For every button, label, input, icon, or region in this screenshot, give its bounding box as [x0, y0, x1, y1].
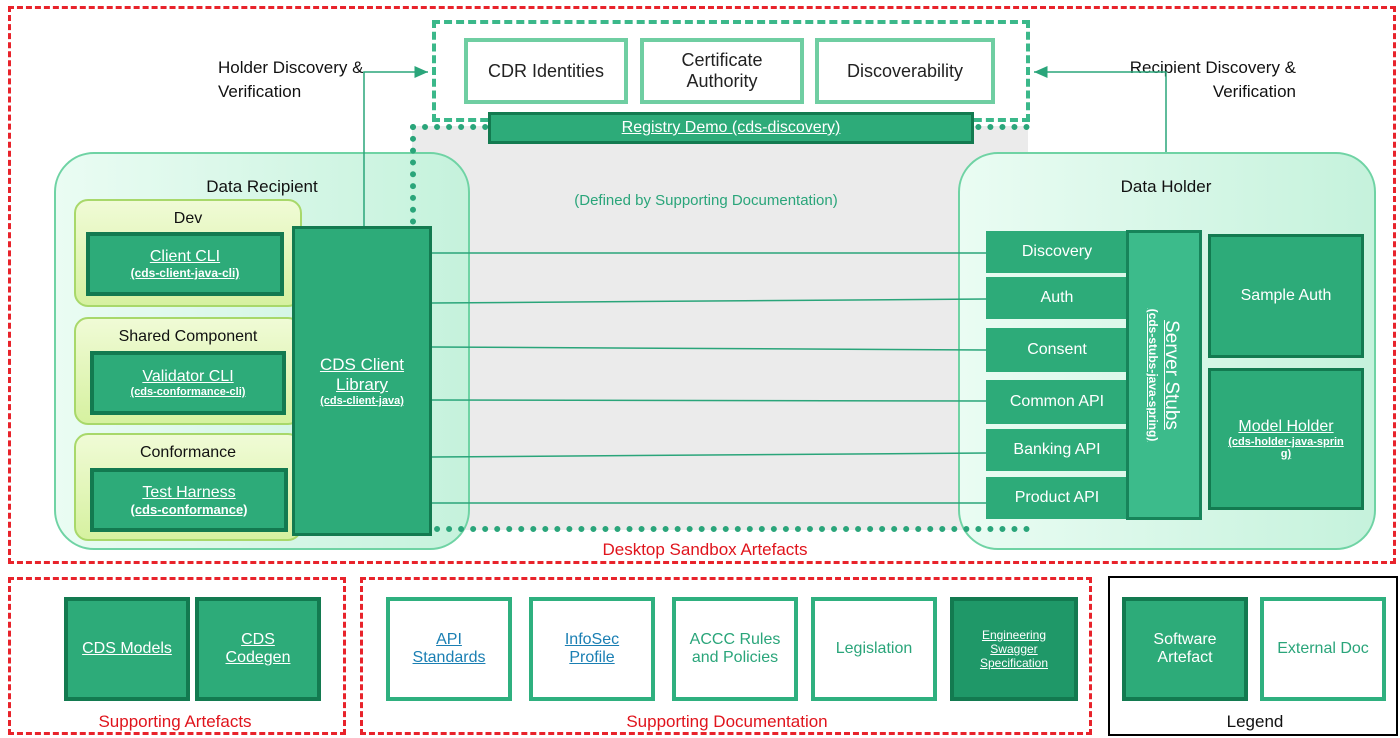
cds-codegen-link[interactable]: CDS Codegen — [225, 631, 291, 666]
discoverability-box: Discoverability — [815, 38, 995, 104]
sample-auth-label: Sample Auth — [1240, 287, 1332, 304]
legislation-box: Legislation — [811, 597, 937, 701]
api-auth-label: Auth — [1040, 289, 1074, 306]
api-common[interactable]: Common API — [986, 380, 1128, 424]
supporting-documentation-boundary — [360, 577, 1092, 735]
client-cli-sub: (cds-client-java-cli) — [130, 266, 240, 280]
cdr-identities-box: CDR Identities — [464, 38, 628, 104]
legend-external-doc: External Doc — [1260, 597, 1386, 701]
server-stubs-box[interactable]: Server Stubs (cds-stubs-java-spring) — [1126, 230, 1202, 520]
api-product-label: Product API — [1014, 489, 1100, 506]
model-holder-box[interactable]: Model Holder (cds-holder-java-sprin g) — [1208, 368, 1364, 510]
supporting-documentation-label: Supporting Documentation — [626, 712, 828, 731]
cds-models-box[interactable]: CDS Models — [64, 597, 190, 701]
api-common-label: Common API — [1009, 393, 1105, 410]
holder-discovery-label: Holder Discovery & Verification — [218, 58, 364, 101]
test-harness-link[interactable]: Test Harness — [142, 483, 236, 501]
api-consent-label: Consent — [1027, 341, 1087, 358]
api-standards-box[interactable]: API Standards — [386, 597, 512, 701]
api-consent[interactable]: Consent — [986, 328, 1128, 372]
api-discovery-label: Discovery — [1021, 243, 1093, 260]
engineering-swagger-box[interactable]: Engineering Swagger Specification — [950, 597, 1078, 701]
validator-cli-link[interactable]: Validator CLI — [142, 368, 234, 385]
api-banking[interactable]: Banking API — [986, 429, 1128, 471]
validator-cli-box[interactable]: Validator CLI (cds-conformance-cli) — [90, 351, 286, 415]
certificate-authority-box: Certificate Authority — [640, 38, 804, 104]
test-harness-box[interactable]: Test Harness (cds-conformance) — [90, 468, 288, 532]
infosec-profile-box[interactable]: InfoSec Profile — [529, 597, 655, 701]
engineering-swagger-link[interactable]: Engineering Swagger Specification — [979, 628, 1049, 670]
cds-client-library-box[interactable]: CDS Client Library (cds-client-java) — [292, 226, 432, 536]
sample-auth-box[interactable]: Sample Auth — [1208, 234, 1364, 358]
cds-codegen-box[interactable]: CDS Codegen — [195, 597, 321, 701]
accc-rules-label: ACCC Rules and Policies — [689, 631, 781, 666]
infosec-profile-link[interactable]: InfoSec Profile — [564, 631, 620, 666]
api-banking-label: Banking API — [1013, 441, 1101, 458]
cds-client-library-sub: (cds-client-java) — [320, 395, 404, 407]
supporting-artefacts-boundary — [8, 577, 346, 735]
certificate-authority-label: Certificate Authority — [681, 50, 763, 91]
cdr-identities-label: CDR Identities — [487, 60, 605, 81]
sandbox-boundary — [8, 6, 1396, 564]
conformance-label: Conformance — [139, 444, 237, 461]
server-stubs-sub: (cds-stubs-java-spring) — [1146, 308, 1160, 442]
server-stubs-link[interactable]: Server Stubs — [1161, 320, 1182, 430]
legend-external-label: External Doc — [1277, 640, 1369, 657]
api-auth[interactable]: Auth — [986, 277, 1128, 319]
shared-component-label: Shared Component — [118, 328, 258, 345]
test-harness-sub: (cds-conformance) — [130, 501, 248, 517]
defined-by-label: (Defined by Supporting Documentation) — [574, 192, 838, 209]
dev-group-label: Dev — [173, 210, 203, 227]
legislation-label: Legislation — [835, 640, 913, 657]
model-holder-sub: (cds-holder-java-sprin g) — [1228, 436, 1344, 460]
registry-demo-link[interactable]: Registry Demo (cds-discovery) — [621, 119, 841, 136]
legend-box — [1108, 576, 1398, 736]
registry-demo-bar[interactable]: Registry Demo (cds-discovery) — [488, 112, 974, 144]
api-product[interactable]: Product API — [986, 477, 1128, 519]
server-stubs-text: Server Stubs (cds-stubs-java-spring) — [1146, 309, 1182, 442]
supporting-artefacts-label: Supporting Artefacts — [98, 712, 252, 731]
client-cli-box[interactable]: Client CLI (cds-client-java-cli) — [86, 232, 284, 296]
accc-rules-box: ACCC Rules and Policies — [672, 597, 798, 701]
cds-client-library-link[interactable]: CDS Client Library — [319, 355, 405, 394]
legend-label: Legend — [1226, 712, 1284, 731]
validator-cli-sub: (cds-conformance-cli) — [130, 386, 246, 398]
api-standards-link[interactable]: API Standards — [412, 631, 486, 666]
data-holder-title: Data Holder — [1120, 177, 1212, 196]
sandbox-label: Desktop Sandbox Artefacts — [602, 540, 808, 559]
legend-software-artefact: Software Artefact — [1122, 597, 1248, 701]
data-recipient-title: Data Recipient — [206, 177, 318, 196]
legend-software-label: Software Artefact — [1153, 631, 1217, 666]
cds-models-link[interactable]: CDS Models — [82, 640, 172, 657]
defined-area — [412, 126, 1028, 530]
client-cli-link[interactable]: Client CLI — [149, 248, 221, 265]
api-discovery[interactable]: Discovery — [986, 231, 1128, 273]
model-holder-link[interactable]: Model Holder — [1238, 418, 1334, 435]
discoverability-label: Discoverability — [846, 60, 964, 81]
